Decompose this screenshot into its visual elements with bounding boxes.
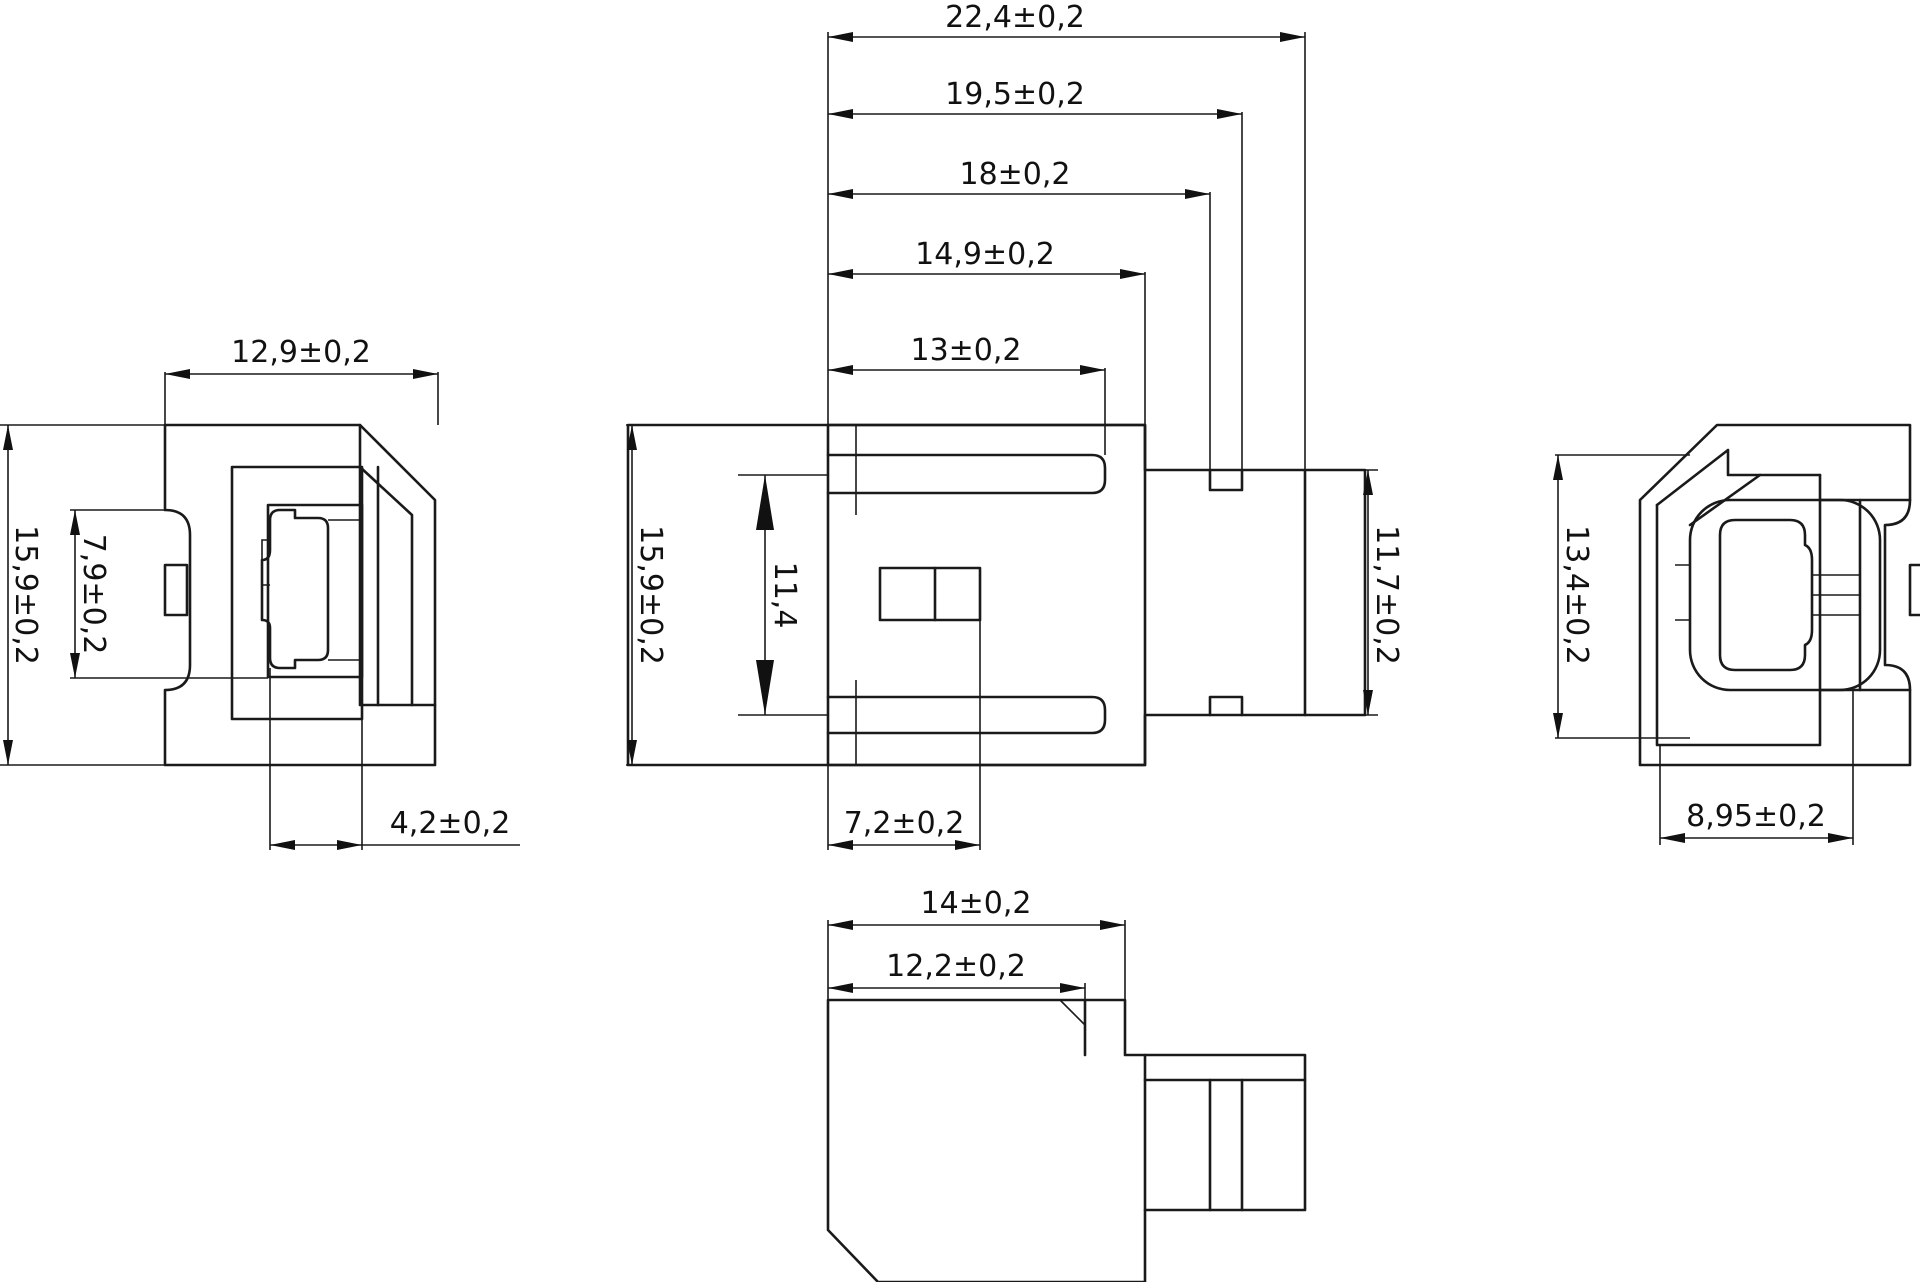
dim-right-height: 13,4±0,2	[1559, 525, 1594, 665]
dim-right-width: 8,95±0,2	[1686, 799, 1826, 834]
dim-left-depth: 4,2±0,2	[390, 806, 511, 841]
dim-bottom-14: 14±0,2	[920, 886, 1031, 921]
dim-top-19: 19,5±0,2	[945, 77, 1085, 112]
dim-bottom-12-2: 12,2±0,2	[886, 949, 1026, 984]
bottom-view	[826, 920, 1307, 1282]
dim-left-width: 12,9±0,2	[231, 335, 371, 370]
dim-top-22: 22,4±0,2	[945, 0, 1085, 35]
dim-left-inner: 7,9±0,2	[76, 534, 111, 655]
bottom-dimension-lines	[828, 920, 1125, 993]
left-dimension-lines	[3, 369, 520, 850]
dim-center-7-2: 7,2±0,2	[844, 806, 965, 841]
dim-top-14-9: 14,9±0,2	[915, 237, 1055, 272]
right-dimension-lines	[1553, 455, 1853, 843]
dim-left-height: 15,9±0,2	[8, 525, 43, 665]
dim-center-11-7: 11,7±0,2	[1369, 525, 1404, 665]
right-view	[1555, 423, 1920, 845]
dim-center-11-4: 11,4	[767, 562, 802, 629]
dim-center-height: 15,9±0,2	[633, 525, 668, 665]
center-view	[626, 32, 1378, 850]
dim-top-18: 18±0,2	[959, 157, 1070, 192]
left-view	[0, 372, 439, 850]
dim-top-13: 13±0,2	[910, 333, 1021, 368]
center-dimension-lines	[627, 32, 1373, 850]
